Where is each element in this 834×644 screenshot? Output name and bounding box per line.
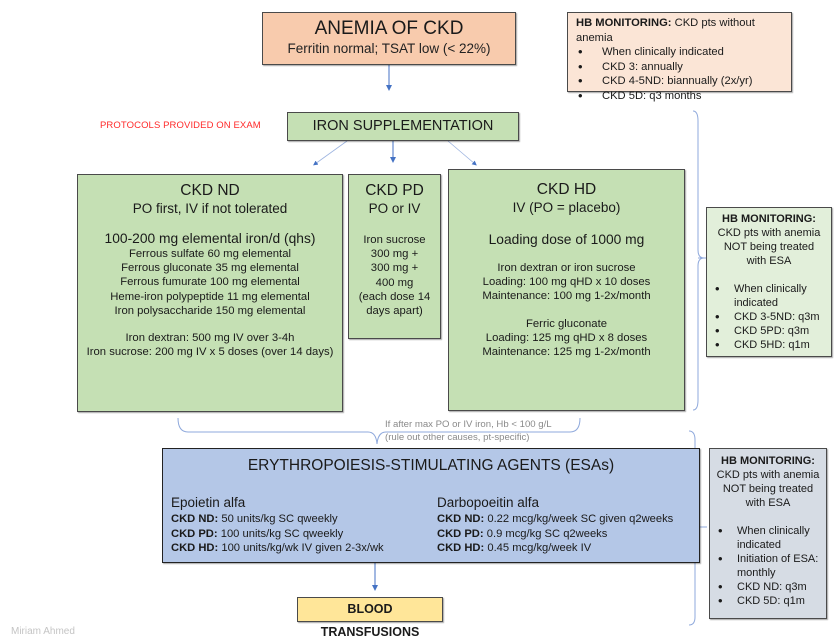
hb-monitoring-iron-box: HB MONITORING: CKD pts with anemia NOT b… [706, 207, 832, 357]
hb-monitoring-list: When clinically indicated CKD 3: annuall… [576, 45, 791, 103]
ckd-hd-subtitle: IV (PO = placebo) [512, 200, 621, 215]
ckd-pd-line: 300 mg + [370, 248, 419, 261]
list-item: CKD 4-5ND: biannually (2x/yr) [576, 74, 791, 89]
ckd-nd-oral-option: Ferrous fumurate 100 mg elemental [120, 276, 300, 289]
ckd-nd-oral-option: Ferrous gluconate 35 mg elemental [121, 262, 299, 275]
ckd-nd-subtitle: PO first, IV if not tolerated [132, 201, 288, 216]
list-item: CKD 5D: q3 months [576, 89, 791, 104]
darbopoeitin-row: CKD ND: 0.22 mcg/kg/week SC given q2week… [437, 513, 674, 525]
ckd-pd-line: (each dose 14 [358, 290, 431, 303]
ckd-nd-dose: 100-200 mg elemental iron/d (qhs) [104, 231, 316, 246]
ckd-hd-title: CKD HD [536, 181, 597, 198]
ckd-hd-line: Loading: 100 mg qHD x 10 doses [482, 276, 651, 289]
darbopoeitin-name: Darbopoeitin alfa [437, 495, 540, 510]
list-item: CKD 3: annually [576, 60, 791, 75]
blood-transfusions-box: BLOOD TRANSFUSIONS [297, 597, 443, 639]
ckd-nd-oral-option: Heme-iron polypeptide 11 mg elemental [110, 290, 310, 303]
epoietin-column: Epoietin alfa CKD ND: 50 units/kg SC qwe… [171, 494, 384, 556]
list-item: CKD 5PD: q3m [707, 324, 831, 338]
anemia-title: ANEMIA OF CKD [314, 18, 464, 39]
ckd-hd-line: Maintenance: 125 mg 1-2x/month [482, 346, 651, 359]
epoietin-row: CKD PD: 100 units/kg SC qweekly [171, 527, 344, 540]
epoietin-name: Epoietin alfa [171, 495, 246, 510]
list-item: CKD 5D: q1m [710, 594, 826, 608]
darbopoeitin-column: Darbopoeitin alfa CKD ND: 0.22 mcg/kg/we… [437, 494, 673, 556]
arrow-iron-to-ckd-nd [313, 140, 348, 166]
ckd-pd-line: 400 mg [375, 276, 414, 289]
protocols-note: PROTOCOLS PROVIDED ON EXAM [100, 120, 261, 131]
hb-monitoring-list: When clinically indicated CKD 3-5ND: q3m… [707, 282, 831, 352]
hb-monitoring-no-anemia-box: HB MONITORING: CKD pts without anemia Wh… [567, 12, 792, 103]
list-item: When clinically indicated [576, 45, 791, 60]
epoietin-row: CKD HD: 100 units/kg/wk IV given 2-3x/wk [171, 542, 384, 554]
ckd-pd-title: CKD PD [365, 182, 424, 199]
list-item: CKD ND: q3m [710, 580, 826, 594]
darbopoeitin-row: CKD HD: 0.45 mcg/kg/week IV [437, 542, 592, 554]
iron-supplementation-box: IRON SUPPLEMENTATION [287, 112, 519, 141]
transition-note: If after max PO or IV iron, Hb < 100 g/L… [385, 419, 552, 443]
hb-monitoring-header: HB MONITORING: CKD pts without anemia [576, 17, 755, 44]
ckd-pd-line: days apart) [366, 305, 423, 318]
hb-monitoring-esa-box: HB MONITORING: CKD pts with anemia NOT b… [709, 448, 827, 619]
author-credit: Miriam Ahmed [11, 626, 75, 637]
ckd-hd-line: Ferric gluconate [526, 317, 607, 330]
ckd-hd-line: Maintenance: 100 mg 1-2x/month [482, 290, 651, 303]
ckd-nd-iv-option: Iron sucrose: 200 mg IV x 5 doses (over … [86, 346, 334, 359]
list-item: CKD 3-5ND: q3m [707, 310, 831, 324]
hb-monitoring-header: HB MONITORING: CKD pts with anemia NOT b… [716, 455, 820, 509]
darbopoeitin-row: CKD PD: 0.9 mcg/kg SC q2weeks [437, 527, 608, 540]
ckd-nd-oral-option: Ferrous sulfate 60 mg elemental [128, 248, 291, 260]
ckd-nd-iv-option: Iron dextran: 500 mg IV over 3-4h [125, 332, 295, 345]
ckd-pd-subtitle: PO or IV [368, 201, 421, 216]
ckd-nd-oral-option: Iron polysaccharide 150 mg elemental [114, 304, 306, 317]
ckd-hd-dose: Loading dose of 1000 mg [488, 232, 645, 247]
ckd-pd-line: Iron sucrose [363, 234, 426, 246]
list-item: When clinically indicated [707, 282, 831, 310]
list-item: Initiation of ESA: monthly [710, 552, 826, 580]
hb-monitoring-list: When clinically indicated Initiation of … [710, 524, 826, 608]
anemia-of-ckd-box: ANEMIA OF CKD Ferritin normal; TSAT low … [262, 12, 516, 65]
list-item: When clinically indicated [710, 524, 826, 552]
esa-box: ERYTHROPOIESIS-STIMULATING AGENTS (ESAs)… [162, 448, 700, 563]
ckd-pd-line: 300 mg + [370, 262, 419, 275]
brace-iron-right [692, 110, 705, 411]
hb-monitoring-header: HB MONITORING: CKD pts with anemia NOT b… [717, 213, 821, 267]
anemia-subtitle: Ferritin normal; TSAT low (< 22%) [287, 41, 491, 56]
list-item: CKD 5HD: q1m [707, 338, 831, 352]
arrow-iron-to-ckd-hd [447, 140, 477, 166]
ckd-nd-title: CKD ND [180, 182, 240, 199]
esa-title: ERYTHROPOIESIS-STIMULATING AGENTS (ESAs) [247, 457, 615, 474]
ckd-hd-line: Loading: 125 mg qHD x 8 doses [485, 331, 648, 344]
ckd-hd-box: CKD HD IV (PO = placebo) Loading dose of… [448, 169, 685, 411]
epoietin-row: CKD ND: 50 units/kg SC qweekly [171, 513, 338, 525]
ckd-hd-line: Iron dextran or iron sucrose [497, 262, 636, 274]
ckd-pd-box: CKD PD PO or IV Iron sucrose 300 mg + 30… [348, 174, 441, 339]
ckd-nd-box: CKD ND PO first, IV if not tolerated 100… [77, 174, 343, 412]
